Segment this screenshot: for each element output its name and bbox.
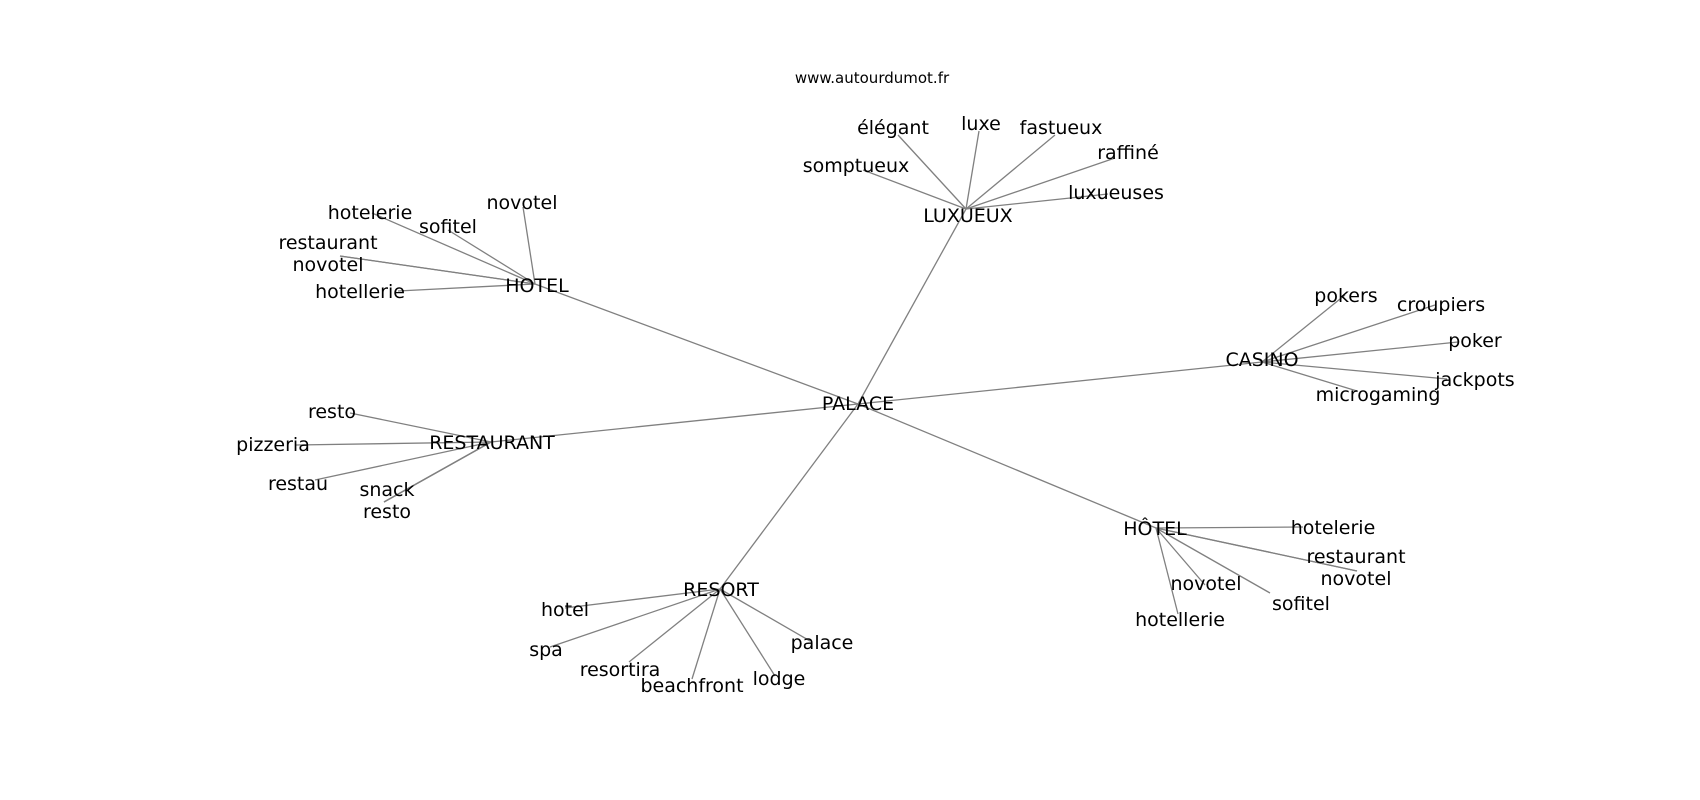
hub-to-leaf-edge (1261, 294, 1346, 363)
hub-to-leaf-edge (314, 441, 492, 481)
hub-to-leaf-edge (1261, 304, 1436, 363)
hub-to-leaf-edge (383, 441, 492, 503)
hub-to-leaf-edge (1155, 527, 1271, 594)
hub-to-leaf-edge (965, 130, 980, 210)
source-credit: www.autourdumot.fr (795, 69, 950, 87)
center-to-hub-edge (857, 403, 1157, 529)
edges-layer (295, 130, 1459, 680)
hub-to-leaf-edge (564, 588, 721, 609)
leaf-node: novotel (487, 192, 558, 214)
leaf-node: hotelerie (1291, 517, 1376, 539)
hub-to-leaf-edge (397, 283, 536, 292)
hub-to-leaf-edge (1155, 527, 1358, 572)
hub-to-leaf-edge (1155, 527, 1179, 615)
leaf-node: jackpots (1434, 369, 1514, 391)
leaf-node: hotellerie (1135, 609, 1225, 631)
hub-to-leaf-edge (339, 255, 536, 285)
center-to-hub-edge (857, 361, 1263, 405)
leaf-node: novotel (1171, 573, 1242, 595)
hub-node: HOTEL (505, 275, 569, 297)
hub-to-leaf-edge (1155, 526, 1304, 529)
hub-to-leaf-edge (719, 588, 811, 642)
leaf-node: luxe (961, 113, 1001, 135)
hub-to-leaf-edge (1261, 341, 1459, 363)
hub-to-leaf-edge (349, 412, 492, 443)
leaf-node: restaurant (278, 232, 377, 254)
center-to-hub-edge (857, 208, 967, 405)
hub-to-leaf-edge (1261, 361, 1448, 380)
center-to-hub-edge (719, 403, 859, 590)
hub-node: RESTAURANT (429, 432, 555, 454)
leaf-node: microgaming (1316, 384, 1441, 406)
leaf-node: snack (359, 479, 414, 501)
leaf-node: hotel (541, 599, 589, 621)
hub-to-leaf-edge (719, 588, 776, 677)
leaf-node: luxueuses (1068, 182, 1164, 204)
hub-node: RESORT (683, 579, 759, 601)
hub-to-leaf-edge (1261, 361, 1358, 392)
leaf-node: hotelerie (328, 202, 413, 224)
leaf-node: lodge (753, 668, 806, 690)
hub-to-leaf-edge (965, 157, 1116, 210)
leaf-node: novotel (1321, 568, 1392, 590)
leaf-node: somptueux (803, 155, 910, 177)
hub-to-leaf-edge (1155, 527, 1206, 586)
leaf-node: spa (529, 639, 563, 661)
leaf-node: resto (363, 501, 411, 523)
leaf-node: croupiers (1397, 294, 1485, 316)
leaf-node: beachfront (640, 675, 743, 697)
leaf-node: fastueux (1020, 117, 1103, 139)
hub-to-leaf-edge (522, 206, 536, 285)
hub-to-leaf-edge (897, 134, 967, 210)
hub-to-leaf-edge (691, 588, 721, 680)
leaf-node: resortira (580, 659, 661, 681)
hub-to-leaf-edge (295, 441, 492, 446)
leaf-node: raffiné (1097, 142, 1159, 164)
leaf-node: élégant (857, 117, 929, 139)
hub-to-leaf-edge (965, 193, 1109, 210)
hub-to-leaf-edge (549, 588, 721, 648)
leaf-node: palace (791, 632, 854, 654)
labels-layer: www.autourdumot.fr PALACE LUXUEUX élégant l… (236, 69, 1515, 697)
hub-node: HÔTEL (1123, 516, 1187, 540)
hub-node: CASINO (1225, 349, 1298, 371)
hub-to-leaf-edge (862, 169, 967, 210)
leaf-node: pizzeria (236, 434, 310, 456)
leaf-node: novotel (293, 254, 364, 276)
leaf-node: restau (268, 473, 328, 495)
leaf-node: pokers (1314, 285, 1377, 307)
leaf-node: hotellerie (315, 281, 405, 303)
hub-to-leaf-edge (371, 212, 536, 285)
center-node: PALACE (822, 393, 894, 415)
hub-to-leaf-edge (965, 134, 1056, 210)
center-to-hub-edge (490, 403, 859, 443)
leaf-node: restaurant (1306, 546, 1405, 568)
hub-node: LUXUEUX (923, 205, 1012, 227)
hub-to-leaf-edge (447, 229, 536, 285)
center-to-hub-edge (534, 283, 859, 405)
leaf-node: resto (308, 401, 356, 423)
leaf-node: poker (1448, 330, 1502, 352)
leaf-node: sofitel (419, 216, 477, 238)
hub-to-leaf-edge (628, 588, 721, 663)
leaf-node: sofitel (1272, 593, 1330, 615)
